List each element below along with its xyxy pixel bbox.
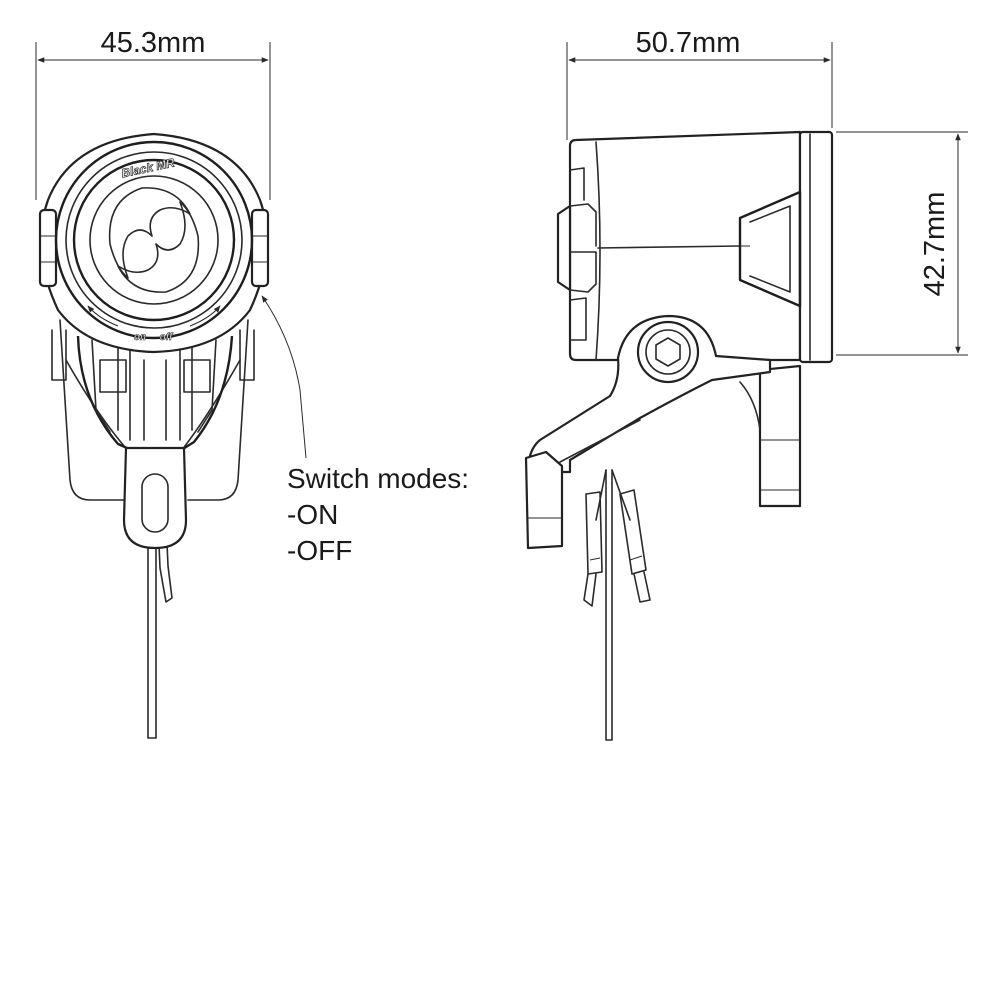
callout-title: Switch modes: [287, 463, 469, 494]
side-housing [556, 130, 834, 364]
front-view: 45.3mm [35, 27, 307, 739]
switch-callout-leader [261, 295, 307, 459]
pivot-bolt-icon [636, 320, 700, 384]
side-mount-arm [524, 314, 772, 550]
switch-on-label: on [134, 332, 146, 343]
callout-mode-off: -OFF [287, 535, 352, 566]
side-height-dimension: 42.7mm [836, 131, 968, 356]
side-rear-clamp [739, 364, 802, 508]
side-height-label: 42.7mm [919, 192, 951, 297]
front-width-label: 45.3mm [101, 27, 206, 59]
front-width-dimension: 45.3mm [35, 27, 271, 200]
side-length-dimension: 50.7mm [566, 27, 833, 140]
front-cable [147, 519, 173, 739]
side-length-label: 50.7mm [636, 27, 741, 59]
switch-off-label: off [160, 332, 174, 343]
switch-modes-callout: Switch modes: -ON -OFF [287, 463, 469, 566]
side-cables [583, 469, 651, 741]
front-mount-bracket [51, 319, 255, 550]
front-lamp-head: Black MR on off [38, 132, 270, 354]
swirl-logo-icon [108, 187, 200, 293]
side-view: 50.7mm 42.7mm [524, 27, 968, 741]
callout-mode-on: -ON [287, 499, 338, 530]
